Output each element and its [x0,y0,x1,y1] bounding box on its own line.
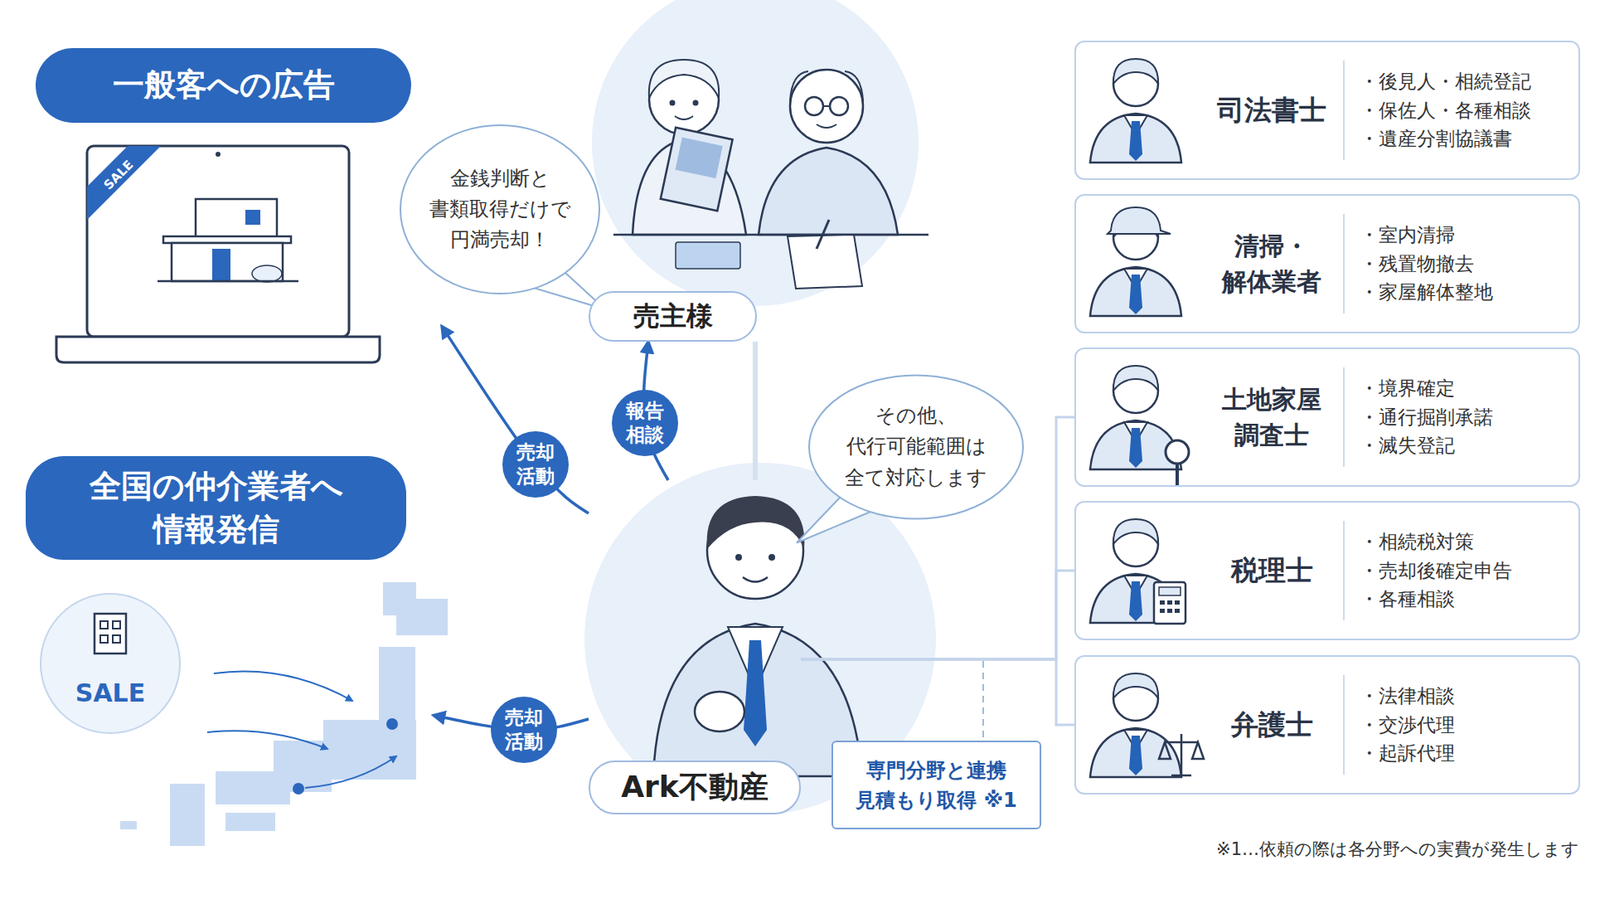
card-bullet: ・保佐人・各種相談 [1359,96,1574,126]
pill-text: 全国の仲介業者へ 情報発信 [54,465,379,551]
edge-label-badge: 報告 相談 [611,389,679,456]
expert-card: 税理士 ・相続税対策・売却後確定申告・各種相談 [1074,500,1581,640]
agent-figure: Ark不動産 [588,480,801,812]
expert-card: 弁護士 ・法律相談・交渉代理・起訴代理 [1074,654,1581,795]
footnote: ※1…依頼の際は各分野への実費が発生します [1135,837,1580,861]
label-pill: Ark不動産 [588,760,801,815]
card-title-text: 清掃・ 解体業者 [1198,227,1345,301]
card-bullet: ・通行掘削承諾 [1359,402,1574,432]
expert-card: 清掃・ 解体業者・室内清掃・残置物撤去・家屋解体整地 [1074,193,1581,334]
card-divider [1343,520,1345,621]
card-bullet: ・起訴代理 [1359,738,1574,768]
card-list: ・室内清掃・残置物撤去・家屋解体整地 [1359,195,1574,332]
card-divider [1343,213,1345,314]
card-bullet: ・売却後確定申告 [1359,556,1574,586]
card-title: 清掃・ 解体業者 [1198,195,1345,332]
card-bullet: ・各種相談 [1359,584,1574,614]
edge-label: 報告 相談 [621,398,669,447]
card-title-text: 司法書士 [1216,90,1327,131]
card-bullet: ・後見人・相続登記 [1359,67,1574,97]
broker-panel: 全国の仲介業者へ 情報発信 [25,455,434,846]
label-pill: 全国の仲介業者へ 情報発信 [25,455,407,560]
sale-ribbon-text: SALE [92,148,146,202]
pill-text: 売主様 [633,298,713,335]
card-title-text: 税理士 [1231,550,1314,591]
card-title: 司法書士 [1198,42,1345,179]
card-divider [1343,367,1345,467]
card-bullet: ・交渉代理 [1359,710,1574,740]
card-bullet: ・残置物撤去 [1359,249,1574,279]
sale-icon-text: SALE [68,678,152,708]
bubble-body: 金銭判断と 書類取得だけで 円満売却！ [397,122,602,296]
card-bullet: ・遺産分割協議書 [1359,124,1574,154]
connector-line [800,570,1075,660]
speech-bubble: 金銭判断と 書類取得だけで 円満売却！ [397,122,602,296]
card-title-text: 土地家屋 調査士 [1198,381,1345,454]
card-list: ・法律相談・交渉代理・起訴代理 [1359,656,1574,793]
note-text: 専門分野と連携 見積もり取得 ※1 [848,755,1025,815]
card-title: 弁護士 [1198,656,1345,793]
edge-label: 売却 活動 [500,705,548,754]
card-bullet: ・法律相談 [1359,681,1574,711]
seller-pill: 売主様 [588,290,757,342]
ad-panel: 一般客への広告 [35,48,442,372]
card-title: 税理士 [1198,502,1345,639]
card-bullet: ・境界確定 [1359,373,1574,403]
expert-card: 土地家屋 調査士・境界確定・通行掘削承諾・滅失登記 [1074,347,1581,487]
card-bullet: ・室内清掃 [1359,220,1574,250]
card-bullet: ・家屋解体整地 [1359,277,1574,307]
expert-card: 司法書士・後見人・相続登記・保佐人・各種相談・遺産分割協議書 [1074,40,1581,180]
card-bullet: ・滅失登記 [1359,431,1574,461]
card-list: ・相続税対策・売却後確定申告・各種相談 [1359,502,1574,639]
card-divider [1343,674,1345,775]
card-title: 土地家屋 調査士 [1198,349,1345,485]
edge-label: 売却 活動 [512,440,559,489]
card-list: ・境界確定・通行掘削承諾・滅失登記 [1359,349,1574,485]
label-pill: 一般客への広告 [35,48,412,123]
note-box: 専門分野と連携 見積もり取得 ※1 [831,740,1042,830]
connector-arrow [441,325,589,514]
pill-text: Ark不動産 [620,766,769,808]
card-title-text: 弁護士 [1231,704,1314,745]
card-bullet: ・相続税対策 [1359,527,1574,557]
bubble-text: 金銭判断と 書類取得だけで 円満売却！ [422,163,577,257]
edge-label-badge: 売却 活動 [502,431,569,498]
card-divider [1343,60,1345,160]
pill-text: 一般客への広告 [112,63,335,107]
speech-bubble: その他、 代行可能範囲は 全て対応します [806,372,1026,522]
edge-label-badge: 売却 活動 [490,696,558,763]
bubble-body: その他、 代行可能範囲は 全て対応します [806,372,1026,522]
card-list: ・後見人・相続登記・保佐人・各種相談・遺産分割協議書 [1359,42,1574,179]
bubble-text: その他、 代行可能範囲は 全て対応します [838,400,994,494]
connector-line [800,659,1075,725]
